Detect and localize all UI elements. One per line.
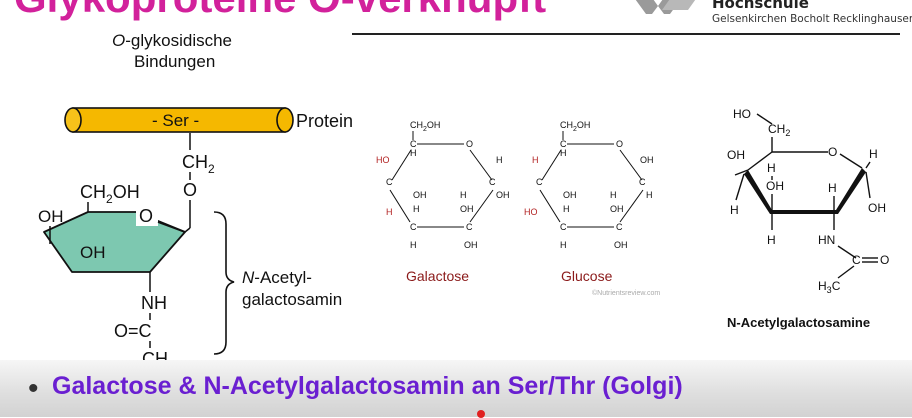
svg-text:H: H xyxy=(563,204,570,214)
svg-text:C: C xyxy=(410,222,417,232)
svg-text:H: H xyxy=(767,161,776,175)
svg-text:OH: OH xyxy=(727,148,745,162)
ser-cylinder xyxy=(64,107,294,133)
svg-text:O: O xyxy=(466,139,473,149)
svg-text:C: C xyxy=(639,177,646,187)
ser-label: - Ser - xyxy=(152,111,199,130)
svg-text:H: H xyxy=(410,148,417,158)
svg-text:CH2OH: CH2OH xyxy=(560,120,590,133)
galactose-label: Galactose xyxy=(406,268,469,284)
svg-text:OH: OH xyxy=(413,190,427,200)
svg-text:CH2: CH2 xyxy=(768,122,790,138)
svg-text:H: H xyxy=(386,207,393,217)
svg-text:H: H xyxy=(560,240,567,250)
university-logo-icon xyxy=(635,0,696,14)
o-linker: O xyxy=(183,180,197,200)
galnac-chair-label: N-Acetylgalactosamine xyxy=(727,315,870,330)
svg-text:C: C xyxy=(852,253,861,267)
logo-name: Hochschule xyxy=(712,0,809,12)
watermark-text: ©Nutrientsreview.com xyxy=(592,290,661,297)
svg-text:HN: HN xyxy=(818,233,835,247)
svg-text:OH: OH xyxy=(640,155,654,165)
svg-text:CH2OH: CH2OH xyxy=(410,120,440,133)
svg-text:H3C: H3C xyxy=(818,279,841,295)
svg-text:HO: HO xyxy=(376,155,390,165)
svg-text:OH: OH xyxy=(464,240,478,250)
galnac-ring xyxy=(43,211,186,273)
svg-text:O: O xyxy=(616,139,623,149)
glucose-structure: CH2OH C O H H OH C C HO H OH H H OH C C … xyxy=(524,120,654,250)
oh-inner: OH xyxy=(80,243,106,262)
carbonyl-label: O=C xyxy=(114,321,152,341)
left-heading-line1: O-glykosidische xyxy=(112,31,232,50)
svg-text:C: C xyxy=(616,222,623,232)
svg-text:H: H xyxy=(730,203,739,217)
svg-text:HO: HO xyxy=(524,207,538,217)
galactose-structure: CH2OH C O H HO H C C H OH OH H H OH C C … xyxy=(376,120,510,250)
svg-text:H: H xyxy=(828,181,837,195)
oh-left: OH xyxy=(38,207,64,226)
glucose-label: Glucose xyxy=(561,268,613,284)
svg-text:H: H xyxy=(560,148,567,158)
svg-text:OH: OH xyxy=(766,179,784,193)
svg-text:C: C xyxy=(410,139,417,149)
svg-text:OH: OH xyxy=(460,204,474,214)
slide-title: Glykoproteine O-verknüpft xyxy=(14,0,546,22)
svg-text:O: O xyxy=(828,145,837,159)
svg-text:H: H xyxy=(532,155,539,165)
svg-text:C: C xyxy=(386,177,393,187)
ch2-linker: CH2 xyxy=(182,152,215,176)
ring-oxygen: O xyxy=(139,206,153,226)
footer-band xyxy=(0,360,912,417)
bullet-text: Galactose & N-Acetylgalactosamin an Ser/… xyxy=(52,372,683,400)
svg-text:OH: OH xyxy=(868,201,886,215)
left-heading-line2: Bindungen xyxy=(134,52,215,71)
galnac-chair-structure: HO CH2 O OH H H OH H H HN H OH C O xyxy=(727,107,889,295)
svg-text:H: H xyxy=(496,155,503,165)
pointer-dot-icon xyxy=(477,410,485,418)
svg-text:H: H xyxy=(646,190,653,200)
svg-text:H: H xyxy=(460,190,467,200)
svg-text:O: O xyxy=(880,253,889,267)
svg-text:C: C xyxy=(536,177,543,187)
nh-label: NH xyxy=(141,293,167,313)
svg-text:C: C xyxy=(560,222,567,232)
svg-text:C: C xyxy=(489,177,496,187)
svg-text:OH: OH xyxy=(614,240,628,250)
svg-text:C: C xyxy=(560,139,567,149)
svg-text:OH: OH xyxy=(610,204,624,214)
bracket-label-line2: galactosamin xyxy=(242,290,342,309)
svg-text:H: H xyxy=(869,147,878,161)
bullet-icon: • xyxy=(28,372,39,405)
protein-label: Protein xyxy=(296,111,353,131)
svg-text:C: C xyxy=(466,222,473,232)
bracket-label-line1: N-Acetyl- xyxy=(242,268,312,287)
svg-text:OH: OH xyxy=(496,190,510,200)
header-rule xyxy=(352,33,900,35)
logo-cities: Gelsenkirchen Bocholt Recklinghausen xyxy=(712,13,912,25)
galnac-bracket xyxy=(213,211,235,355)
svg-text:H: H xyxy=(610,190,617,200)
svg-text:HO: HO xyxy=(733,107,751,121)
svg-text:H: H xyxy=(410,240,417,250)
svg-text:H: H xyxy=(413,204,420,214)
svg-text:OH: OH xyxy=(563,190,577,200)
ch2oh-label: CH2OH xyxy=(80,182,140,206)
svg-text:H: H xyxy=(767,233,776,247)
